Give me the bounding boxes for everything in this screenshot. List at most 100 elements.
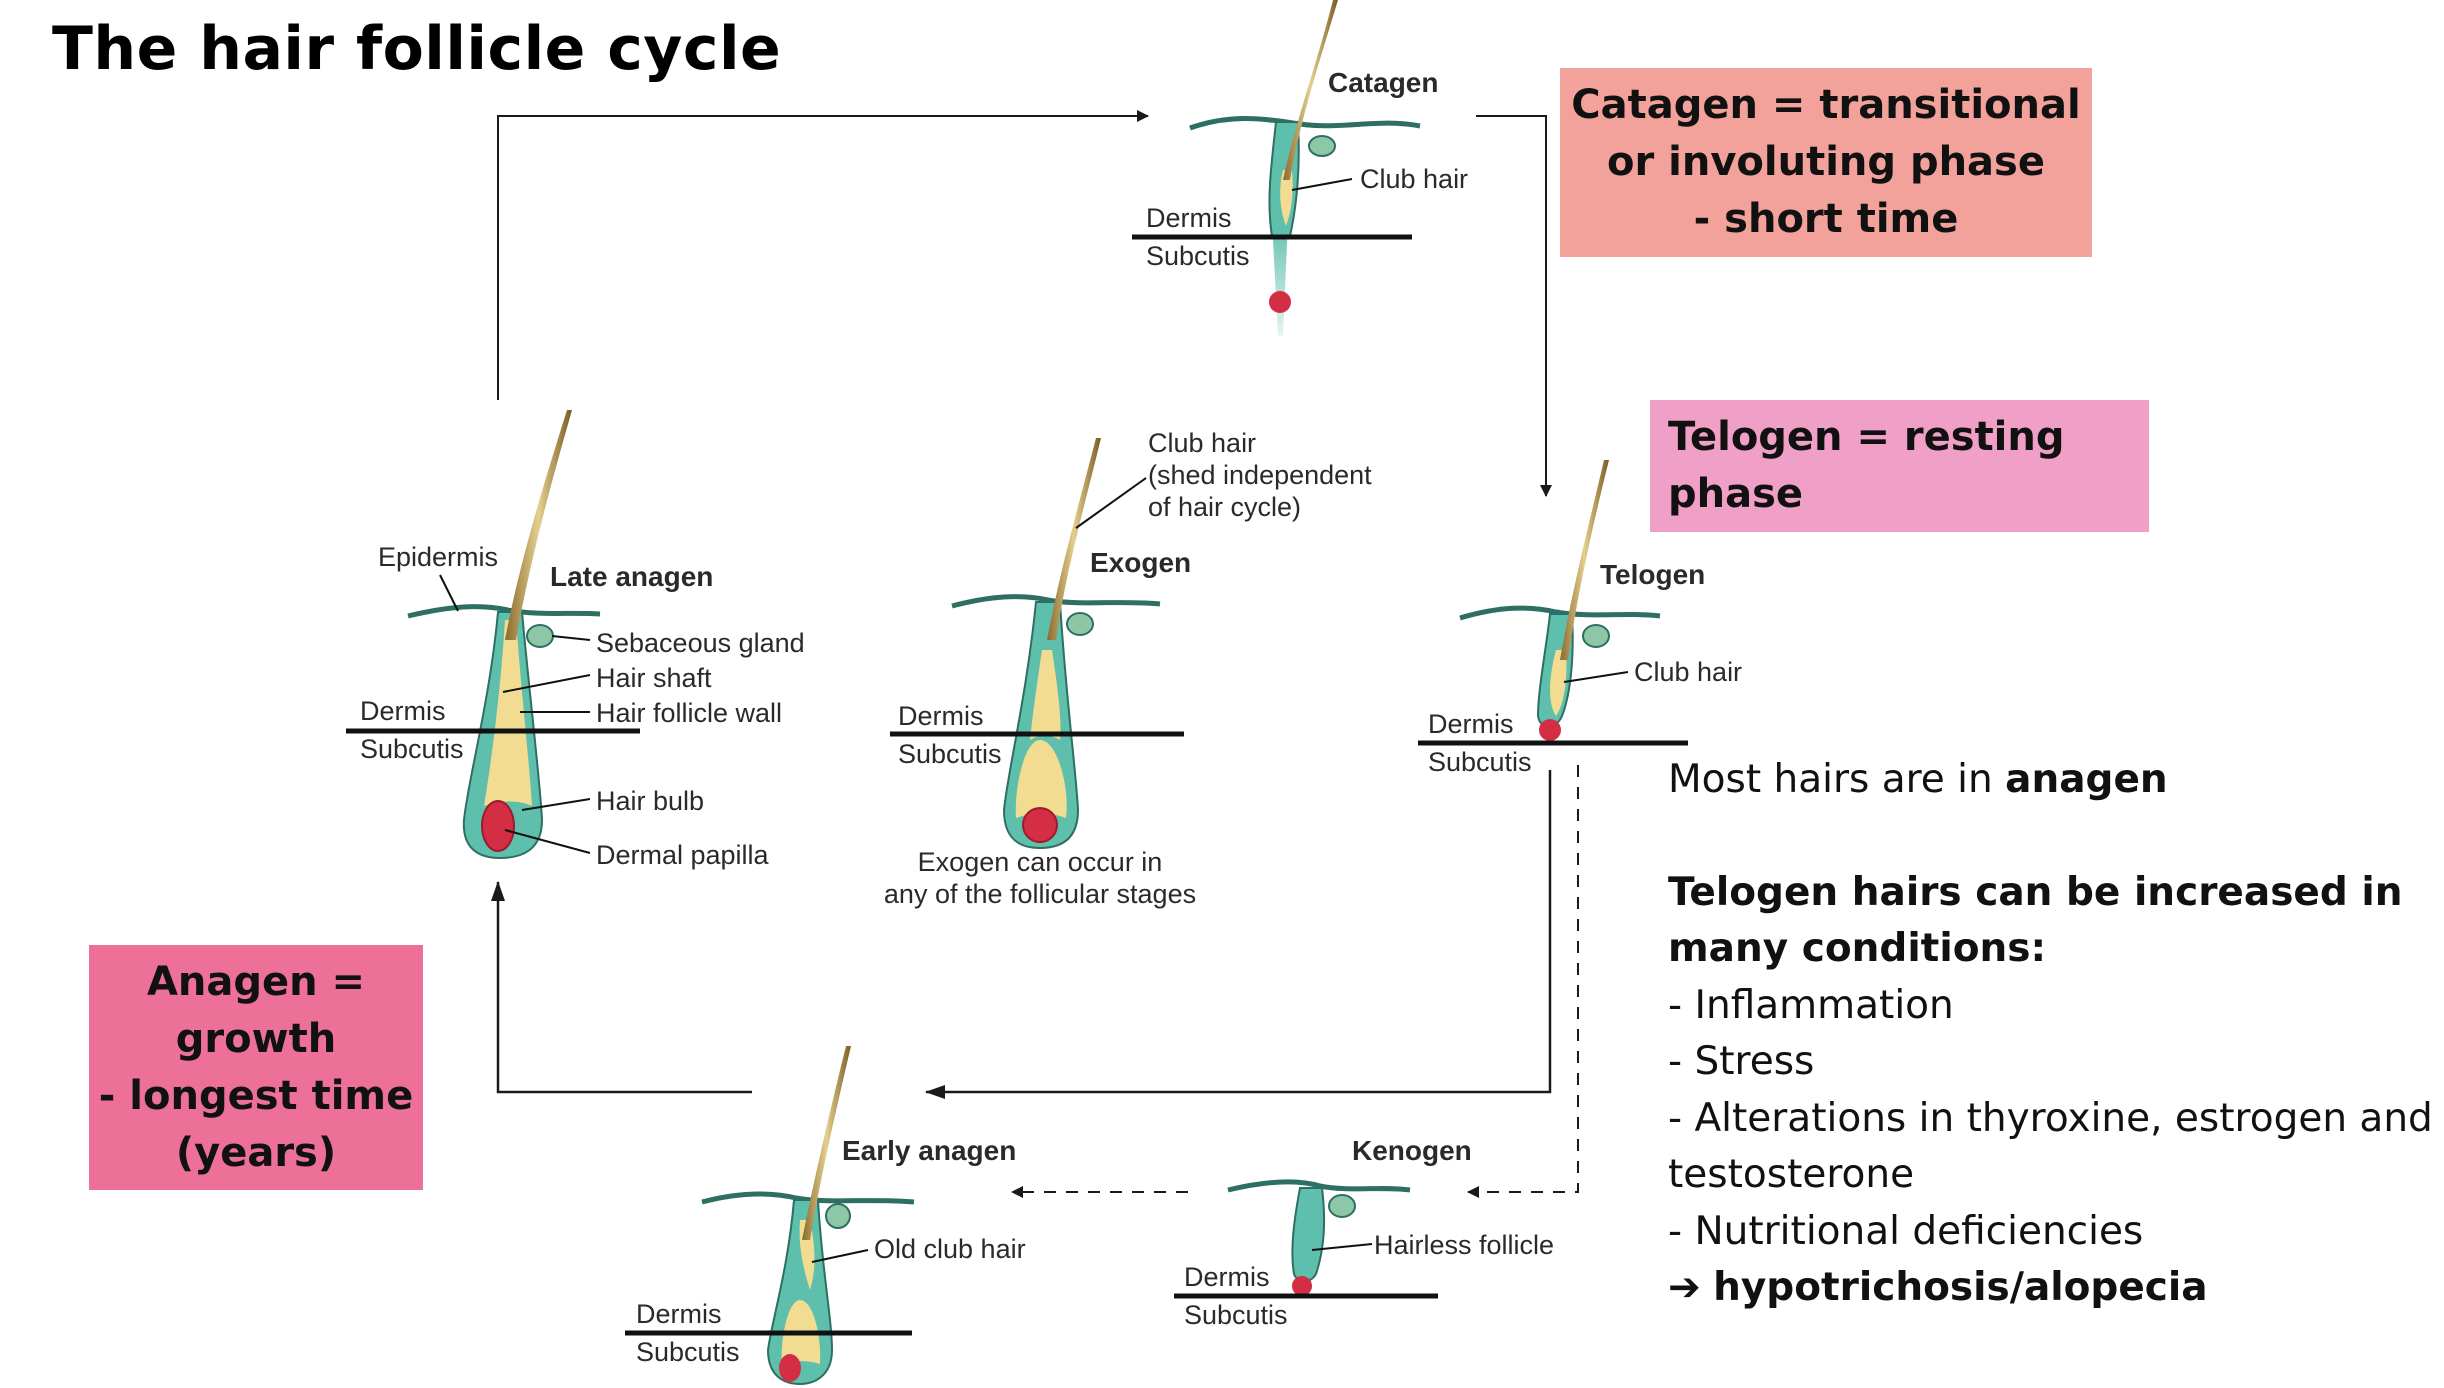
notes-panel: Most hairs are in anagen Telogen hairs c… xyxy=(1668,752,2444,1317)
catagen-subcutis-label: Subcutis xyxy=(1146,241,1250,271)
notes-item: - Stress xyxy=(1668,1039,1815,1084)
catagen-box-line-2: or involuting phase xyxy=(1607,139,2045,185)
kenogen-hairless-follicle-label: Hairless follicle xyxy=(1374,1230,1554,1260)
telogen-shaft xyxy=(1560,460,1609,660)
exogen-subcutis-label: Subcutis xyxy=(898,739,1002,769)
notes-spacer xyxy=(1668,809,2444,865)
late-anagen-epidermis xyxy=(407,604,601,619)
catagen-club xyxy=(1280,170,1293,226)
late-anagen-subcutis-label: Subcutis xyxy=(360,734,464,764)
cycle-arrows xyxy=(491,110,1579,1198)
exogen-note-line-2: any of the follicular stages xyxy=(884,879,1196,909)
late-anagen-label: Late anagen xyxy=(550,561,713,592)
late-anagen-shaft xyxy=(505,410,572,640)
telogen-illustration: Telogen Club hair Dermis Subcutis xyxy=(1418,460,1742,777)
notes-item: - Nutritional deficiencies xyxy=(1668,1208,2144,1254)
notes-line-anagen-bold: anagen xyxy=(2005,757,2168,802)
exogen-dermis-label: Dermis xyxy=(898,701,984,731)
late-anagen-epidermis-label: Epidermis xyxy=(378,542,498,572)
exogen-note-line-1: Exogen can occur in xyxy=(918,847,1163,877)
notes-heading-line-2: many conditions: xyxy=(1668,921,2444,978)
early-anagen-epidermis xyxy=(701,1191,915,1205)
telogen-box-line-1: Telogen = resting xyxy=(1668,414,2065,460)
late-anagen-sebaceous-gland-label: Sebaceous gland xyxy=(596,628,805,658)
kenogen-epidermis xyxy=(1227,1179,1411,1193)
telogen-box-line-2: phase xyxy=(1668,471,1804,517)
kenogen-illustration: Kenogen Hairless follicle Dermis Subcuti… xyxy=(1174,1135,1554,1330)
telogen-club xyxy=(1550,650,1567,716)
anagen-phase-box: Anagen = growth - longest time (years) xyxy=(89,945,423,1190)
early-anagen-illustration: Early anagen Old club hair Dermis Subcut… xyxy=(625,1046,1026,1386)
catagen-papilla xyxy=(1269,291,1291,313)
anagen-box-line-3: - longest time xyxy=(98,1072,414,1119)
exogen-club-hair-label-2: (shed independent xyxy=(1148,460,1372,490)
notes-line-anagen-prefix: Most hairs are in xyxy=(1668,757,2006,802)
early-anagen-shaft xyxy=(802,1046,851,1240)
catagen-box-line-3: - short time xyxy=(1693,196,1959,242)
anagen-box-line-1: Anagen = xyxy=(146,958,366,1005)
catagen-illustration: Catagen Club hair Dermis Subcutis xyxy=(1132,0,1468,336)
page-title: The hair follicle cycle xyxy=(52,14,782,84)
telogen-epidermis xyxy=(1459,605,1661,621)
anagen-box-line-2: growth xyxy=(175,1015,337,1062)
early-anagen-label: Early anagen xyxy=(842,1135,1016,1166)
exogen-label: Exogen xyxy=(1090,547,1191,578)
notes-item: testosterone xyxy=(1668,1152,1915,1197)
telogen-dermis-label: Dermis xyxy=(1428,709,1514,739)
kenogen-dermis-label: Dermis xyxy=(1184,1262,1270,1292)
late-anagen-dermis-label: Dermis xyxy=(360,696,446,726)
right-arrow-icon: ➔ xyxy=(1668,1265,1701,1310)
catagen-dermis-label: Dermis xyxy=(1146,203,1232,233)
early-anagen-subcutis-label: Subcutis xyxy=(636,1337,740,1367)
kenogen-papilla xyxy=(1292,1276,1312,1296)
late-anagen-papilla xyxy=(481,800,515,852)
late-anagen-shaft-inner xyxy=(484,620,532,806)
catagen-epidermis xyxy=(1189,116,1421,131)
late-anagen-gland xyxy=(526,624,554,648)
exogen-epidermis xyxy=(951,594,1161,609)
arrow-anagen-to-catagen xyxy=(497,110,1149,400)
notes-line-anagen: Most hairs are in anagen xyxy=(1668,752,2444,809)
notes-heading-line-1: Telogen hairs can be increased in xyxy=(1668,865,2444,922)
exogen-bulb-inner xyxy=(1015,740,1067,818)
kenogen-gland xyxy=(1328,1194,1356,1218)
kenogen-follicle xyxy=(1291,1187,1325,1283)
notes-heading-text-1: Telogen hairs can be increased in xyxy=(1668,869,2403,915)
exogen-papilla xyxy=(1022,807,1058,843)
early-anagen-dermis-label: Dermis xyxy=(636,1299,722,1329)
catagen-gland xyxy=(1308,135,1336,157)
telogen-subcutis-label: Subcutis xyxy=(1428,747,1532,777)
anagen-box-line-4: (years) xyxy=(175,1129,337,1176)
catagen-label: Catagen xyxy=(1328,67,1438,98)
catagen-shaft xyxy=(1283,0,1338,180)
telogen-phase-box: Telogen = resting phase xyxy=(1650,400,2149,532)
exogen-illustration: Exogen Club hair (shed independent of ha… xyxy=(884,428,1372,909)
notes-heading-text-2: many conditions: xyxy=(1668,926,2047,971)
catagen-club-hair-label: Club hair xyxy=(1360,164,1468,194)
telogen-papilla xyxy=(1539,719,1561,741)
arrow-telogen-to-kenogen xyxy=(1467,765,1579,1198)
late-anagen-hair-shaft-label: Hair shaft xyxy=(596,663,712,693)
exogen-club-hair-label-1: Club hair xyxy=(1148,428,1256,458)
notes-conclusion-text: hypotrichosis/alopecia xyxy=(1713,1265,2208,1310)
late-anagen-hair-bulb-label: Hair bulb xyxy=(596,786,704,816)
exogen-shaft xyxy=(1047,438,1101,640)
early-anagen-papilla xyxy=(779,1354,801,1382)
arrow-catagen-to-telogen xyxy=(1476,115,1552,497)
telogen-club-hair-label: Club hair xyxy=(1634,657,1742,687)
late-anagen-dermal-papilla-label: Dermal papilla xyxy=(596,840,770,870)
arrow-telogen-to-early-anagen xyxy=(925,770,1552,1099)
kenogen-label: Kenogen xyxy=(1352,1135,1472,1166)
late-anagen-hair-follicle-wall-label: Hair follicle wall xyxy=(596,698,782,728)
notes-item: - Alterations in thyroxine, estrogen and xyxy=(1668,1095,2433,1141)
telogen-label: Telogen xyxy=(1600,559,1705,590)
notes-conclusion: ➔ hypotrichosis/alopecia xyxy=(1668,1260,2444,1317)
late-anagen-illustration: Late anagen Epidermis Sebaceous gland Ha… xyxy=(346,410,805,870)
early-anagen-gland xyxy=(825,1203,851,1229)
catagen-box-line-1: Catagen = transitional xyxy=(1571,82,2081,128)
kenogen-subcutis-label: Subcutis xyxy=(1184,1300,1288,1330)
telogen-gland xyxy=(1582,624,1610,648)
arrow-early-anagen-to-late-anagen xyxy=(491,881,752,1094)
exogen-gland xyxy=(1066,612,1094,636)
